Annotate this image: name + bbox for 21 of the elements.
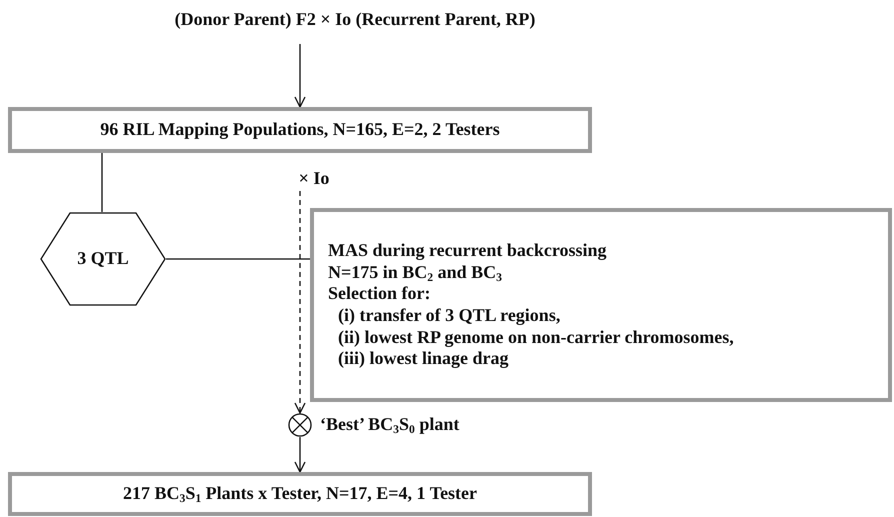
list-item: (iii) lowest linage drag: [337, 348, 508, 370]
node-label: 217 BC$_{3}$S$_{1}$ Plants x Tester, N=17, E=4, 1 Tester: [122, 483, 478, 505]
connector: [166, 258, 310, 260]
list-heading: Selection for:: [328, 283, 430, 305]
node-label: 3 QTL: [77, 248, 129, 270]
selection-box: [310, 208, 892, 402]
connector: [294, 437, 306, 473]
node-caption: ‘Best’ BC$_{3}$S$_{0}$ plant: [320, 414, 460, 436]
node-label: × Io: [298, 168, 330, 190]
connector: [294, 191, 306, 414]
node-label: (Donor Parent) F2 × Io (Recurrent Parent, RP): [174, 9, 536, 31]
process-box: [8, 107, 592, 153]
node-label: 96 RIL Mapping Populations, N=165, E=2, 2 Testers: [100, 119, 500, 141]
description-line: MAS during recurrent backcrossing: [328, 240, 607, 262]
description-line: N=175 in BC$_{2}$ and BC$_{3}$: [328, 262, 502, 284]
list-item: (ii) lowest RP genome on non-carrier chromosomes,: [337, 326, 734, 348]
connector: [101, 153, 103, 212]
list-item: (i) transfer of 3 QTL regions,: [337, 305, 560, 327]
hexagon-shape: [40, 212, 166, 306]
process-box: [8, 472, 592, 516]
connector: [294, 44, 306, 108]
